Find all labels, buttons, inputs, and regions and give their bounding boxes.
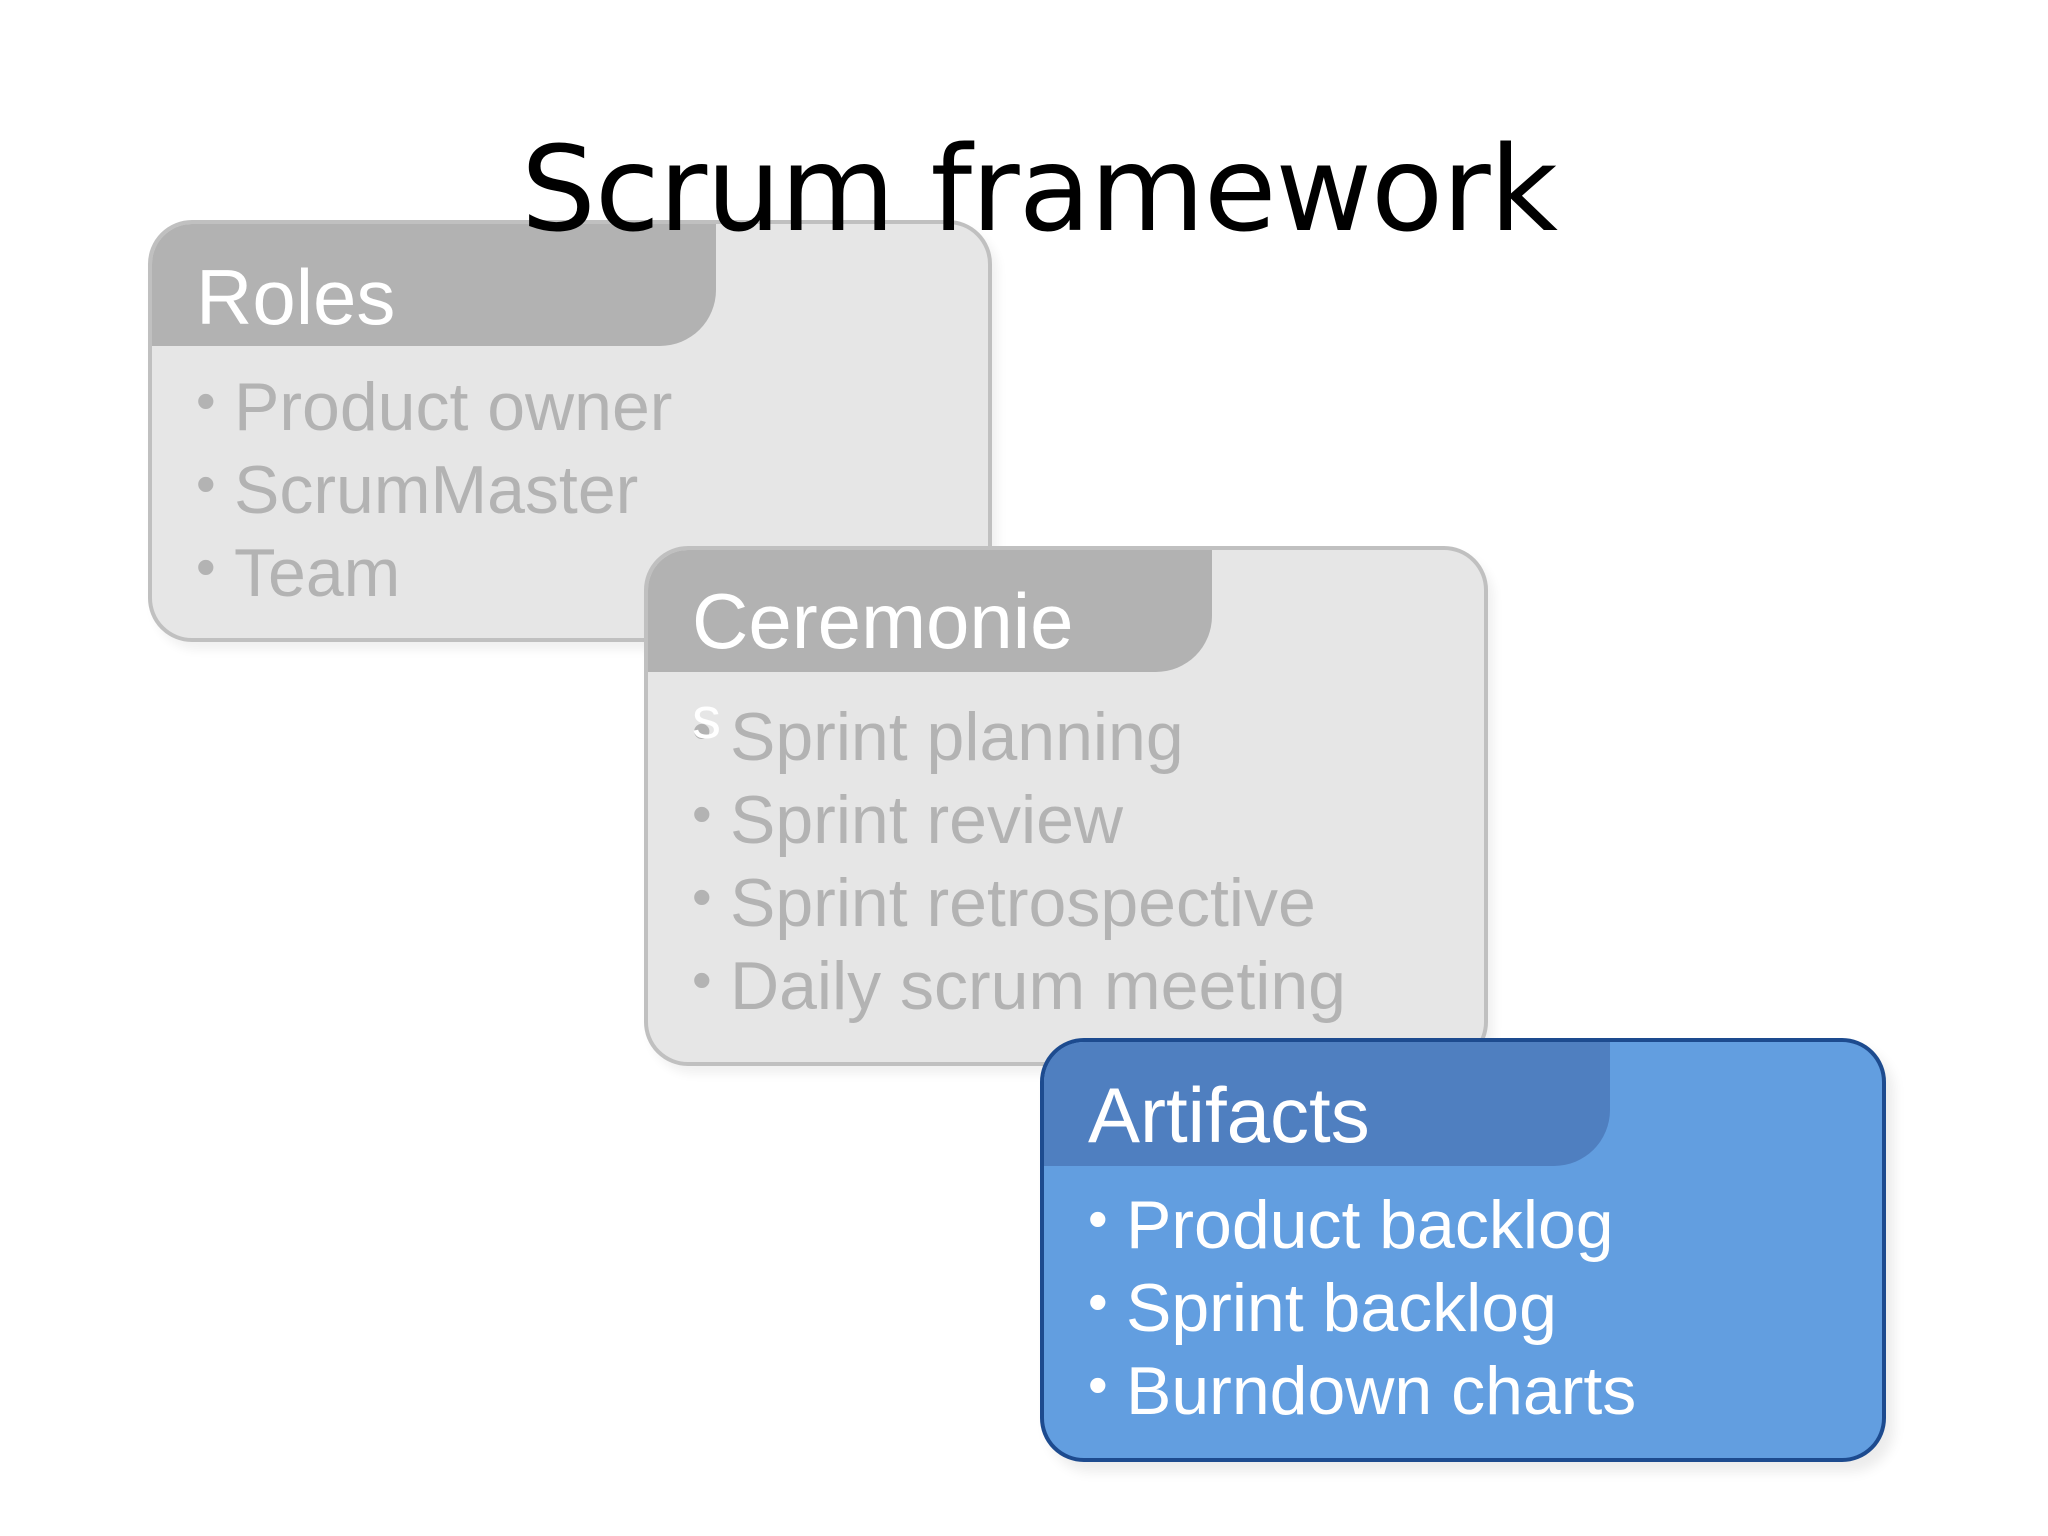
list-item: • Product backlog: [1088, 1184, 1636, 1267]
slide-title: Scrum framework: [521, 120, 1558, 258]
artifacts-tab: Artifacts: [1044, 1042, 1610, 1166]
list-item: • ScrumMaster: [196, 449, 672, 532]
list-item-label: ScrumMaster: [234, 452, 639, 528]
artifacts-heading: Artifacts: [1088, 1071, 1370, 1159]
list-item: • Sprint backlog: [1088, 1267, 1636, 1350]
list-item: • Team: [196, 532, 672, 615]
list-item-label: Burndown charts: [1126, 1353, 1637, 1429]
list-item-label: Product owner: [234, 369, 673, 445]
bullet-icon: •: [1088, 1353, 1108, 1416]
list-item-label: Product backlog: [1126, 1187, 1614, 1263]
list-item: • Sprint review: [692, 779, 1346, 862]
list-item: • Burndown charts: [1088, 1350, 1636, 1433]
bullet-icon: •: [692, 865, 712, 928]
list-item-label: Team: [234, 535, 401, 611]
list-item: • Sprint retrospective: [692, 862, 1346, 945]
ceremonies-tab: Ceremonie: [648, 550, 1212, 672]
ceremonies-heading: Ceremonie: [692, 577, 1074, 665]
roles-card: Roles • Product owner • ScrumMaster • Team: [148, 220, 992, 642]
list-item-label: Sprint review: [730, 782, 1124, 858]
bullet-icon: •: [692, 782, 712, 845]
artifacts-card: Artifacts • Product backlog • Sprint backl…: [1040, 1038, 1886, 1462]
roles-list: • Product owner • ScrumMaster • Team: [196, 366, 672, 615]
ceremonies-card: Ceremonie s • Sprint planning • Sprint rev…: [644, 546, 1488, 1066]
ceremonies-heading-overflow: s: [692, 686, 721, 751]
list-item-label: Sprint planning: [730, 699, 1184, 775]
list-item-label: Sprint backlog: [1126, 1270, 1557, 1346]
bullet-icon: •: [1088, 1187, 1108, 1250]
list-item: • Daily scrum meeting: [692, 945, 1346, 1028]
ceremonies-list: • Sprint planning • Sprint review • Sprint …: [692, 696, 1346, 1028]
bullet-icon: •: [692, 948, 712, 1011]
bullet-icon: •: [692, 699, 712, 762]
artifacts-list: • Product backlog • Sprint backlog • Burndo…: [1088, 1184, 1636, 1433]
roles-tab: Roles: [152, 224, 716, 346]
list-item: • Sprint planning: [692, 696, 1346, 779]
list-item-label: Daily scrum meeting: [730, 948, 1346, 1024]
bullet-icon: •: [196, 535, 216, 598]
bullet-icon: •: [196, 452, 216, 515]
list-item: • Product owner: [196, 366, 672, 449]
list-item-label: Sprint retrospective: [730, 865, 1316, 941]
roles-heading: Roles: [196, 253, 396, 341]
bullet-icon: •: [1088, 1270, 1108, 1333]
bullet-icon: •: [196, 369, 216, 432]
